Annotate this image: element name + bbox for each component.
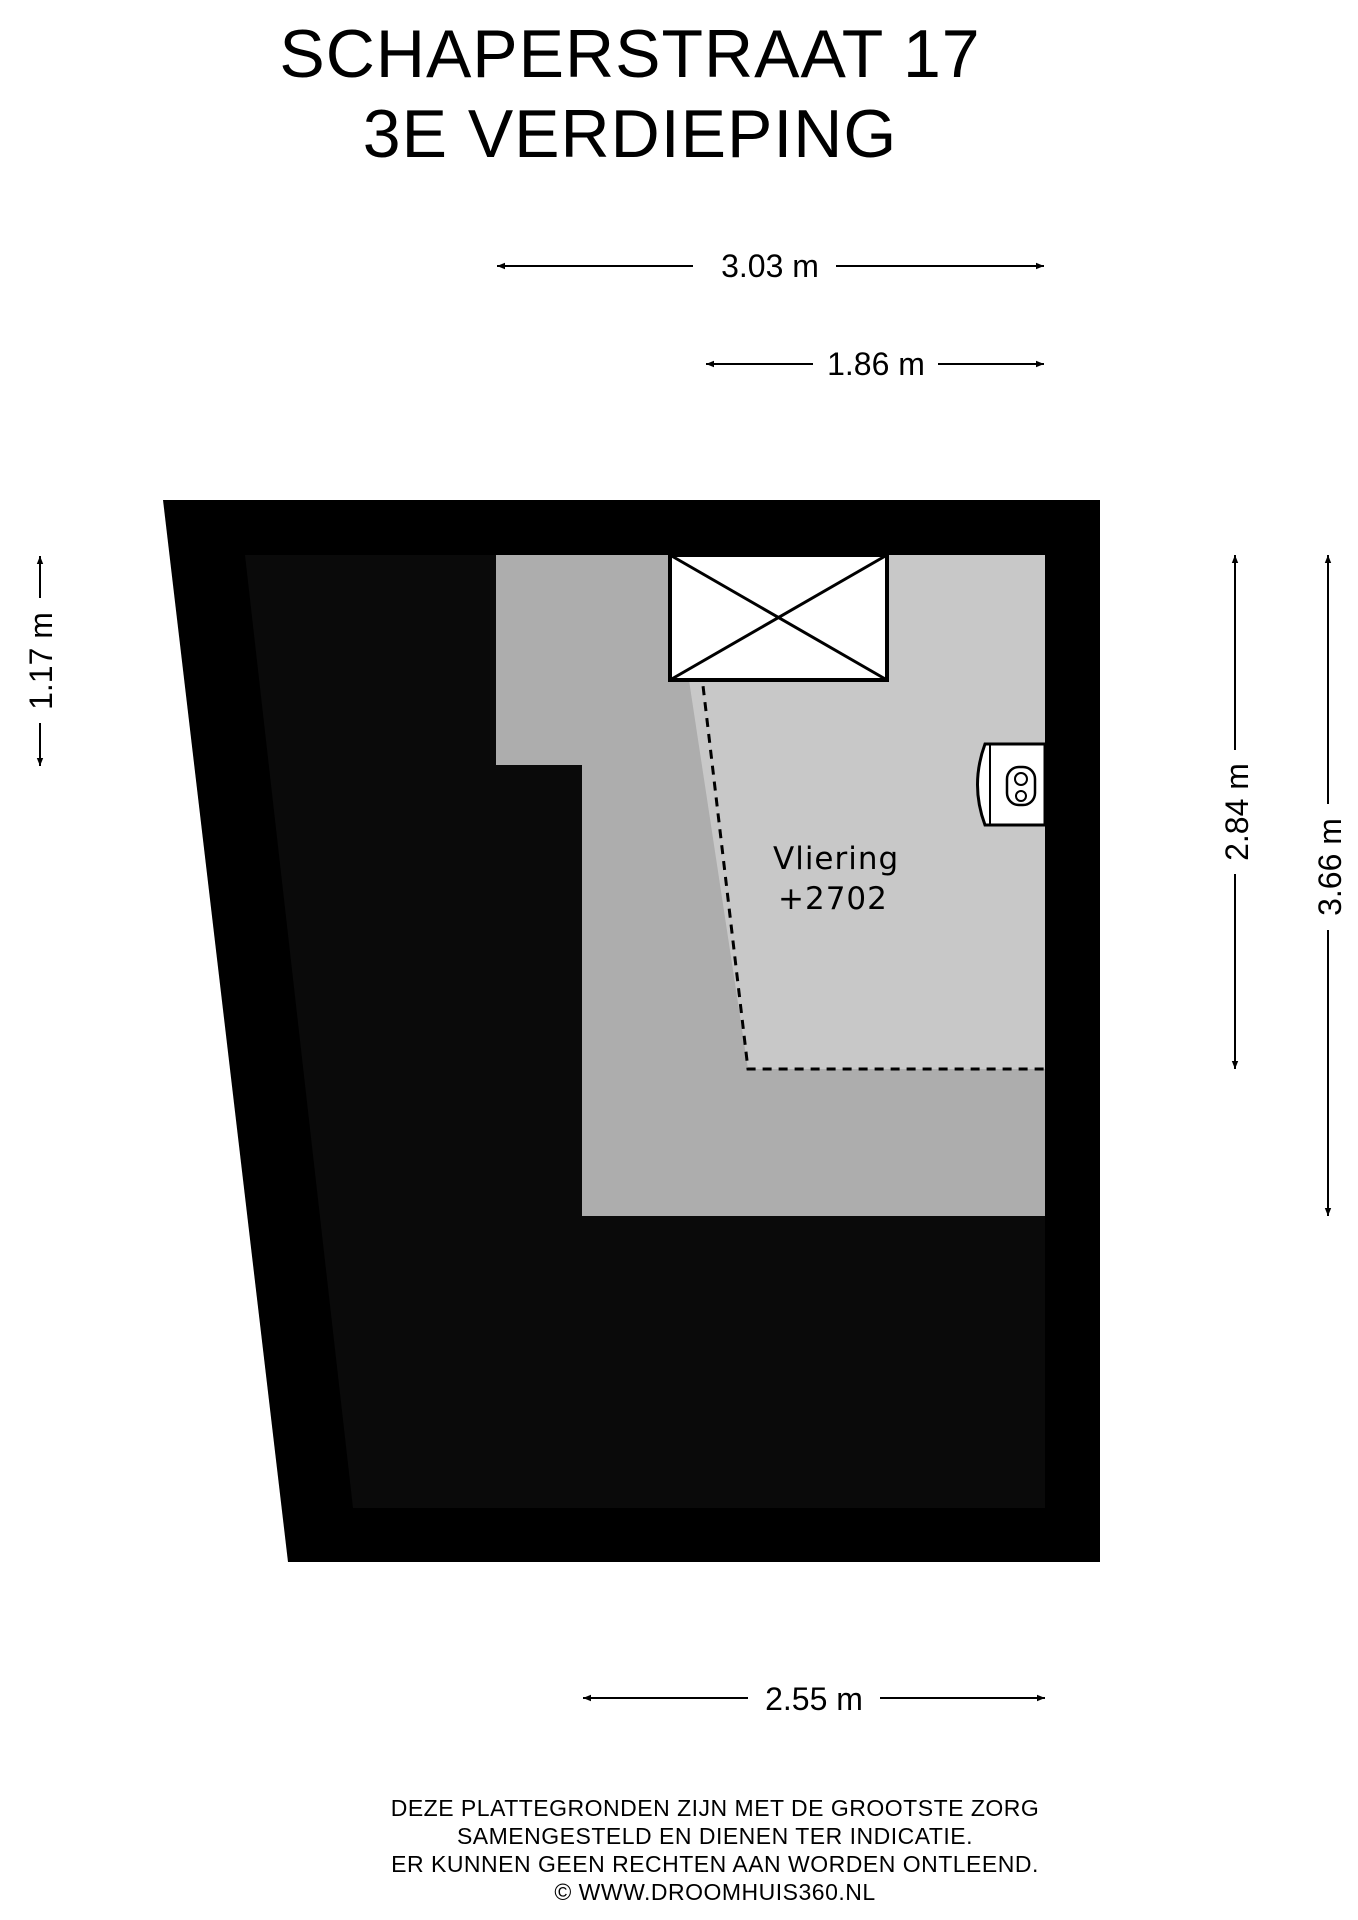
disclaimer: DEZE PLATTEGRONDEN ZIJN MET DE GROOTSTE … — [0, 1794, 1358, 1906]
dim-label-top-inner: 1.86 m — [827, 346, 925, 382]
dim-label-right-inner: 2.84 m — [1219, 763, 1255, 861]
copyright-link[interactable]: © WWW.DROOMHUIS360.NL — [554, 1879, 876, 1905]
floor-area-high — [670, 555, 1045, 1069]
toilet-icon — [976, 742, 1047, 827]
dimension-right-outer: 3.66 m — [1312, 555, 1348, 1216]
room-level: +2702 — [778, 881, 888, 917]
dimension-right-inner: 2.84 m — [1219, 555, 1255, 1069]
skylight-cross-icon — [668, 553, 889, 682]
room-name: Vliering — [773, 841, 899, 877]
dimension-left: 1.17 m — [23, 556, 59, 766]
dim-label-right-outer: 3.66 m — [1312, 818, 1348, 916]
dim-label-bottom: 2.55 m — [765, 1681, 863, 1717]
page-title: SCHAPERSTRAAT 17 — [279, 16, 981, 92]
floor-title: 3E VERDIEPING — [362, 96, 898, 172]
disclaimer-line-2: SAMENGESTELD EN DIENEN TER INDICATIE. — [456, 1823, 974, 1849]
dimension-top-inner: 1.86 m — [706, 346, 1044, 382]
dim-label-top-outer: 3.03 m — [721, 248, 819, 284]
dim-label-left: 1.17 m — [23, 612, 59, 710]
disclaimer-line-3: ER KUNNEN GEEN RECHTEN AAN WORDEN ONTLEE… — [391, 1851, 1039, 1877]
dimension-top-outer: 3.03 m — [497, 248, 1044, 284]
dimension-bottom: 2.55 m — [583, 1681, 1045, 1717]
height-line — [688, 574, 1045, 1071]
disclaimer-line-1: DEZE PLATTEGRONDEN ZIJN MET DE GROOTSTE … — [390, 1795, 1040, 1821]
